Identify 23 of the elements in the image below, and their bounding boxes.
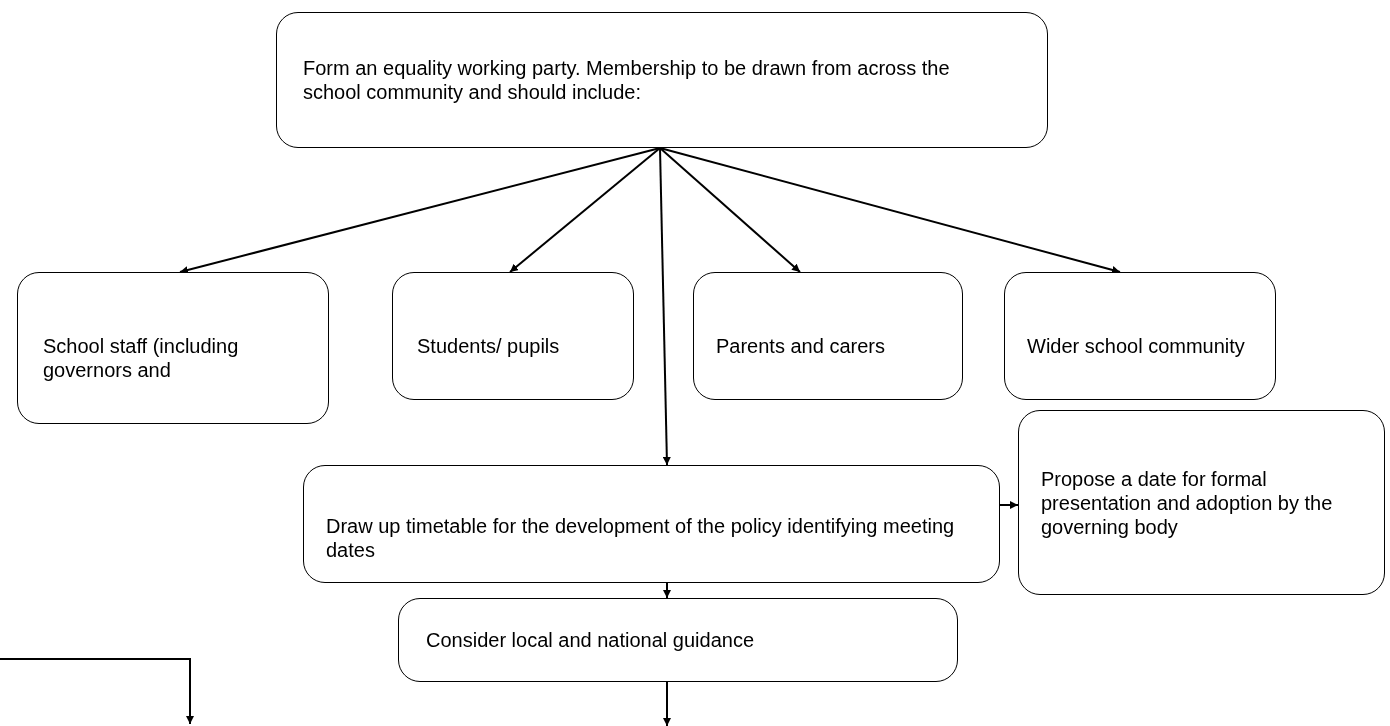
arrow — [509, 147, 661, 273]
arrow — [659, 147, 801, 273]
arrow — [659, 147, 1121, 274]
box-text: Propose a date for formal presentation and adoption by the governing body — [1041, 466, 1334, 539]
process-box — [276, 12, 1048, 148]
box-text: Parents and carers — [716, 334, 886, 358]
process-box — [303, 465, 1000, 583]
box-text: Consider local and national guidance — [426, 628, 755, 652]
box-text: Students/ pupils — [417, 334, 561, 358]
box-text: Wider school community — [1027, 334, 1246, 358]
process-box — [693, 272, 963, 400]
arrow — [999, 501, 1019, 509]
process-box — [1018, 410, 1385, 595]
arrow — [659, 147, 671, 466]
process-box — [1004, 272, 1276, 400]
arrow — [663, 582, 671, 599]
process-box — [392, 272, 634, 400]
process-box — [398, 598, 958, 682]
box-text: Draw up timetable for the development of the policy identifying meeting dates — [326, 514, 956, 562]
arrow — [663, 681, 671, 726]
process-box — [17, 272, 329, 424]
box-text: Form an equality working party. Membership to be drawn from across the school community and should include: — [303, 56, 951, 104]
box-text: School staff (including governors and — [43, 334, 240, 382]
